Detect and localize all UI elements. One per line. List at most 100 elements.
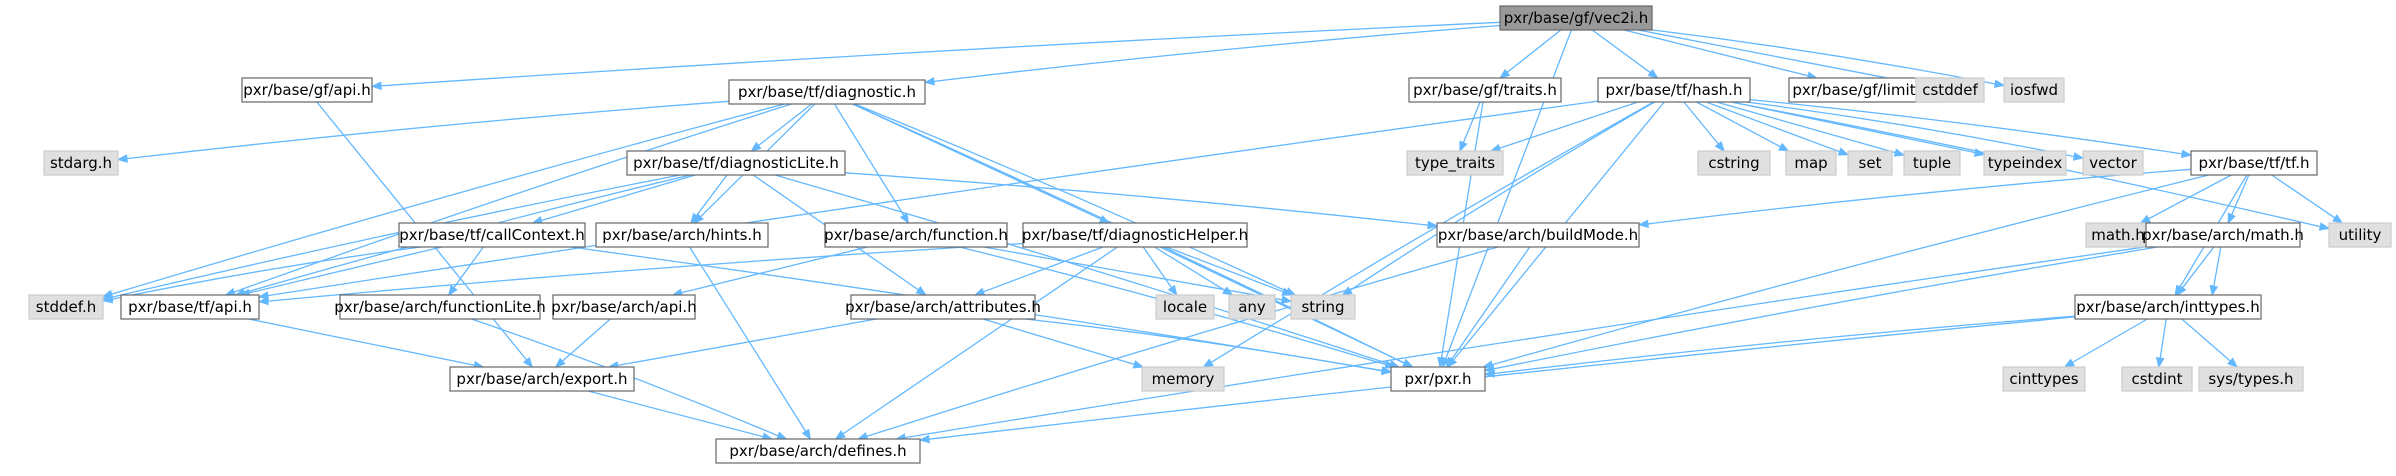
node-set: set — [1847, 150, 1893, 176]
edge-line — [983, 246, 1283, 301]
node-label: iosfwd — [2010, 81, 2058, 99]
arrowhead — [2227, 357, 2239, 368]
node-gf_api[interactable]: pxr/base/gf/api.h — [241, 77, 373, 103]
edge-arch_function-to-arch_api — [671, 246, 868, 297]
arrowhead — [834, 430, 846, 440]
edge-line — [2271, 174, 2336, 219]
node-label: pxr/base/gf/vec2i.h — [1504, 9, 1649, 27]
node-label: math.h — [2091, 226, 2144, 244]
arrowhead — [522, 356, 534, 369]
edge-vec2i-to-cstddef — [1638, 29, 1918, 86]
edge-line — [774, 174, 1391, 366]
node-label: utility — [2339, 226, 2382, 244]
edge-vec2i-to-tf_hash — [1591, 29, 1659, 79]
node-tuple: tuple — [1903, 150, 1961, 176]
node-cstring: cstring — [1697, 150, 1771, 176]
node-box — [120, 294, 260, 320]
node-cinttypes: cinttypes — [2002, 366, 2086, 392]
node-box — [1406, 150, 1504, 176]
edge-line — [561, 318, 611, 362]
arrowhead — [1222, 286, 1234, 296]
node-tf_diagHelper[interactable]: pxr/base/tf/diagnosticHelper.h — [1022, 222, 1248, 248]
arrowhead — [690, 212, 701, 225]
edge-line — [1450, 246, 1531, 360]
node-tf_tf[interactable]: pxr/base/tf/tf.h — [2190, 150, 2318, 176]
arrowhead — [1778, 142, 1790, 152]
edge-tf_hash-to-map — [1696, 101, 1790, 152]
edge-line — [2181, 318, 2231, 362]
arrowhead — [1132, 360, 1145, 369]
edge-arch_math-to-pxr — [1483, 246, 2158, 373]
edge-line — [983, 246, 1104, 293]
node-tf_hash[interactable]: pxr/base/tf/hash.h — [1597, 77, 1751, 103]
node-math_h: math.h — [2085, 222, 2151, 248]
node-cstdint: cstdint — [2121, 366, 2193, 392]
edge-line — [248, 318, 475, 366]
node-gf_traits[interactable]: pxr/base/gf/traits.h — [1408, 77, 1562, 103]
node-arch_export[interactable]: pxr/base/arch/export.h — [449, 366, 635, 392]
node-arch_defines[interactable]: pxr/base/arch/defines.h — [715, 438, 921, 464]
arrowhead — [1459, 140, 1468, 153]
node-box — [728, 79, 926, 105]
node-box — [1915, 77, 1985, 103]
edge-tf_diagHelper-to-any — [1154, 246, 1234, 296]
edge-line — [1705, 101, 1840, 153]
node-tf_diagnostic[interactable]: pxr/base/tf/diagnostic.h — [728, 79, 926, 105]
node-arch_inttypes[interactable]: pxr/base/arch/inttypes.h — [2074, 294, 2262, 320]
node-stdarg: stdarg.h — [43, 150, 119, 176]
arrowhead — [2072, 152, 2085, 161]
arrowhead — [554, 357, 566, 368]
node-arch_api[interactable]: pxr/base/arch/api.h — [551, 294, 697, 320]
edge-line — [2182, 246, 2215, 289]
edge-line — [1591, 29, 1651, 74]
edge-line — [267, 242, 1024, 302]
edge-line — [758, 103, 812, 147]
edge-arch_attributes-to-arch_export — [607, 318, 877, 370]
edge-tf_diagHelper-to-string — [1166, 246, 1293, 296]
node-arch_functionLite[interactable]: pxr/base/arch/functionLite.h — [334, 294, 546, 320]
edge-line — [1696, 101, 1781, 148]
arrowhead — [2063, 358, 2076, 368]
arrowhead — [257, 291, 269, 300]
node-gf_limits[interactable]: pxr/base/gf/limits.h — [1788, 77, 1942, 103]
node-box — [2002, 366, 2086, 392]
edge-line — [453, 246, 484, 289]
edge-line — [1683, 101, 1719, 145]
node-label: sys/types.h — [2208, 370, 2293, 388]
node-tf_api[interactable]: pxr/base/tf/api.h — [120, 294, 260, 320]
node-label: pxr/base/arch/function.h — [824, 226, 1008, 244]
edge-line — [1651, 29, 1996, 85]
arrowhead — [2332, 214, 2344, 224]
node-arch_buildMode[interactable]: pxr/base/arch/buildMode.h — [1436, 222, 1640, 248]
edge-tf_hash-to-memory — [1202, 101, 1654, 368]
node-label: pxr/base/tf/diagnostic.h — [738, 83, 916, 101]
edge-line — [111, 246, 422, 300]
node-label: pxr/base/arch/attributes.h — [845, 298, 1041, 316]
node-box — [2121, 366, 2193, 392]
edge-line — [904, 246, 2147, 439]
edge-line — [111, 174, 681, 298]
edge-line — [842, 246, 1118, 435]
node-arch_function[interactable]: pxr/base/arch/function.h — [824, 222, 1008, 248]
node-tf_callContext[interactable]: pxr/base/tf/callContext.h — [398, 222, 586, 248]
arrowhead — [2176, 284, 2187, 297]
node-label: string — [1301, 298, 1344, 316]
node-arch_attributes[interactable]: pxr/base/arch/attributes.h — [845, 294, 1041, 320]
node-string: string — [1290, 294, 1356, 320]
node-tf_diagLite[interactable]: pxr/base/tf/diagnosticLite.h — [626, 150, 846, 176]
edge-line — [2072, 318, 2148, 364]
node-arch_math[interactable]: pxr/base/arch/math.h — [2142, 222, 2304, 248]
edge-line — [833, 103, 905, 216]
node-pxr[interactable]: pxr/pxr.h — [1390, 366, 1486, 392]
node-any: any — [1228, 294, 1276, 320]
edge-arch_inttypes-to-arch_defines — [918, 316, 2076, 444]
node-sys_types: sys/types.h — [2198, 366, 2304, 392]
node-arch_hints[interactable]: pxr/base/arch/hints.h — [595, 222, 769, 248]
edge-arch_attributes-to-pxr — [1025, 318, 1393, 376]
node-label: pxr/base/arch/export.h — [456, 370, 627, 388]
node-box — [1155, 294, 1215, 320]
node-vec2i[interactable]: pxr/base/gf/vec2i.h — [1499, 5, 1653, 31]
node-label: set — [1859, 154, 1882, 172]
arrowhead — [2227, 212, 2236, 225]
